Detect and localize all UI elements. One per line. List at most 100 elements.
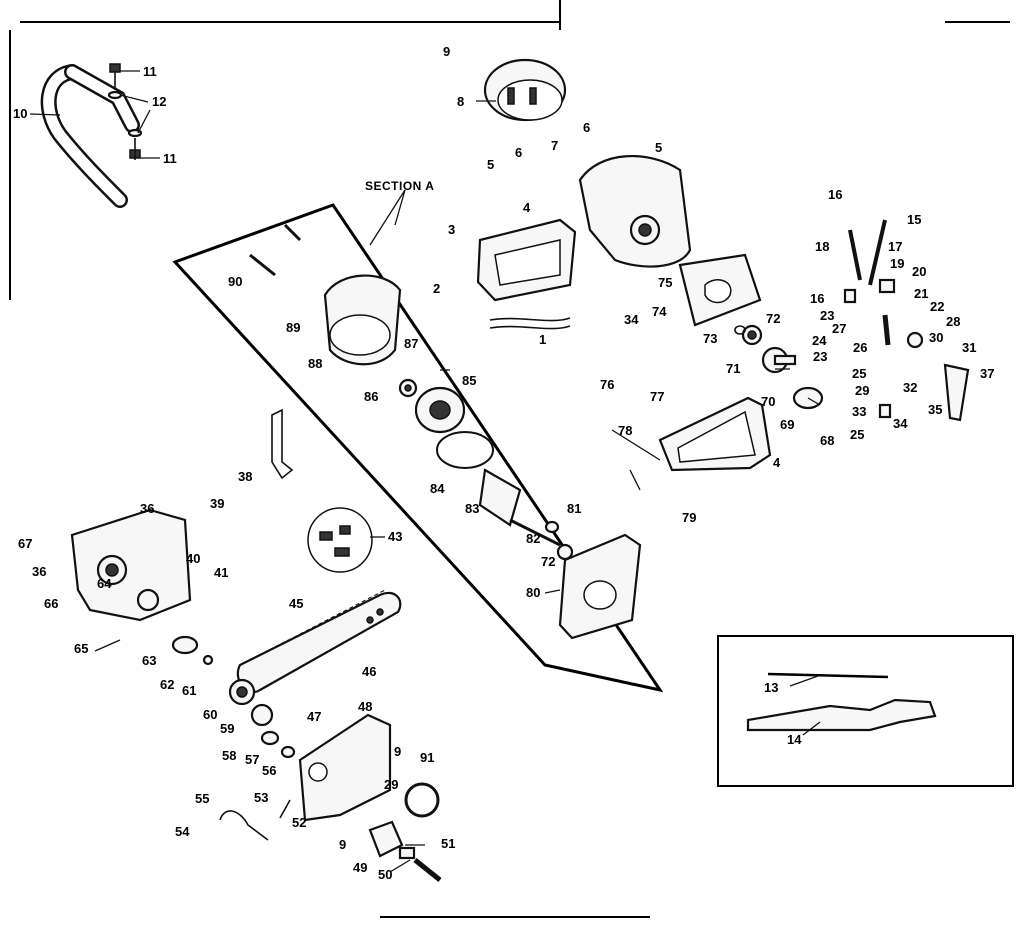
callout-8: 8 (457, 94, 464, 109)
callout-46: 46 (362, 664, 376, 679)
callout-69: 69 (780, 417, 794, 432)
page-frame (9, 0, 1010, 918)
callout-86: 86 (364, 389, 378, 404)
callout-17: 17 (888, 239, 902, 254)
callout-34: 34 (624, 312, 639, 327)
oiler-parts (843, 219, 970, 422)
callout-28: 28 (946, 314, 960, 329)
section-a-label: SECTION A (365, 179, 434, 193)
rear-handle (476, 218, 577, 330)
callout-33: 33 (852, 404, 866, 419)
callout-23: 23 (820, 308, 834, 323)
callout-1: 1 (539, 332, 546, 347)
callout-13: 13 (764, 680, 778, 695)
callout-25b: 25 (850, 427, 864, 442)
callout-5: 5 (487, 157, 494, 172)
callout-9c: 9 (339, 837, 346, 852)
callout-6: 6 (515, 145, 522, 160)
callout-26: 26 (853, 340, 867, 355)
callout-32: 32 (903, 380, 917, 395)
callout-9: 9 (443, 44, 450, 59)
callout-16: 16 (828, 187, 842, 202)
callout-76: 76 (600, 377, 614, 392)
callout-23b: 23 (813, 349, 827, 364)
callout-39: 39 (210, 496, 224, 511)
callout-74: 74 (652, 304, 667, 319)
callout-81: 81 (567, 501, 581, 516)
callout-12: 12 (152, 94, 166, 109)
gear-parts (734, 324, 824, 410)
callout-60: 60 (203, 707, 217, 722)
callout-68: 68 (820, 433, 834, 448)
callout-21: 21 (914, 286, 928, 301)
knob-assembly (368, 782, 442, 882)
callout-9b: 9 (394, 744, 401, 759)
callout-6b: 6 (583, 120, 590, 135)
housing-side-cover (658, 396, 772, 472)
callout-37: 37 (980, 366, 994, 381)
callout-73: 73 (703, 331, 717, 346)
handle-hardware (107, 63, 143, 160)
callout-labels: 1 2 3 4 5 5 6 6 7 8 9 10 11 12 11 13 14 … (13, 44, 994, 882)
bracket (271, 408, 294, 480)
callout-85: 85 (462, 373, 476, 388)
callout-47: 47 (307, 709, 321, 724)
callout-91: 91 (420, 750, 434, 765)
callout-84: 84 (430, 481, 445, 496)
callout-63: 63 (142, 653, 156, 668)
callout-59: 59 (220, 721, 234, 736)
callout-82: 82 (526, 531, 540, 546)
callout-36: 36 (140, 501, 154, 516)
callout-31: 31 (962, 340, 976, 355)
section-a-box (172, 189, 664, 693)
callout-43: 43 (388, 529, 402, 544)
callout-4: 4 (523, 200, 531, 215)
callout-48: 48 (358, 699, 372, 714)
callout-75: 75 (658, 275, 672, 290)
callout-11b: 11 (163, 151, 177, 166)
chain-detail-circle (307, 507, 373, 573)
callout-80: 80 (526, 585, 540, 600)
callout-22: 22 (930, 299, 944, 314)
callout-72: 72 (766, 311, 780, 326)
callout-89: 89 (286, 320, 300, 335)
callout-38: 38 (238, 469, 252, 484)
callout-54: 54 (175, 824, 190, 839)
callout-16b: 16 (810, 291, 824, 306)
callout-24: 24 (812, 333, 827, 348)
callout-7: 7 (551, 138, 558, 153)
callout-2: 2 (433, 281, 440, 296)
callout-55: 55 (195, 791, 209, 806)
callout-29: 29 (855, 383, 869, 398)
cover-plate (678, 253, 762, 327)
gear-case (70, 508, 192, 622)
callout-19: 19 (890, 256, 904, 271)
callout-78: 78 (618, 423, 632, 438)
inset-box (717, 635, 1014, 787)
callout-70: 70 (761, 394, 775, 409)
callout-29b: 29 (384, 777, 398, 792)
callout-34b: 34 (893, 416, 908, 431)
callout-15: 15 (907, 212, 921, 227)
callout-10: 10 (13, 106, 27, 121)
callout-77: 77 (650, 389, 664, 404)
callout-51: 51 (441, 836, 455, 851)
callout-83: 83 (465, 501, 479, 516)
callout-18: 18 (815, 239, 829, 254)
callout-35: 35 (928, 402, 942, 417)
callout-88: 88 (308, 356, 322, 371)
callout-62: 62 (160, 677, 174, 692)
callout-58: 58 (222, 748, 236, 763)
callout-79: 79 (682, 510, 696, 525)
sprocket-parts (171, 635, 296, 759)
callout-5b: 5 (655, 140, 662, 155)
callout-52: 52 (292, 815, 306, 830)
callout-36b: 36 (32, 564, 46, 579)
callout-25: 25 (852, 366, 866, 381)
callout-56: 56 (262, 763, 276, 778)
callout-40: 40 (186, 551, 200, 566)
section-a-parts (249, 223, 642, 640)
callout-20: 20 (912, 264, 926, 279)
